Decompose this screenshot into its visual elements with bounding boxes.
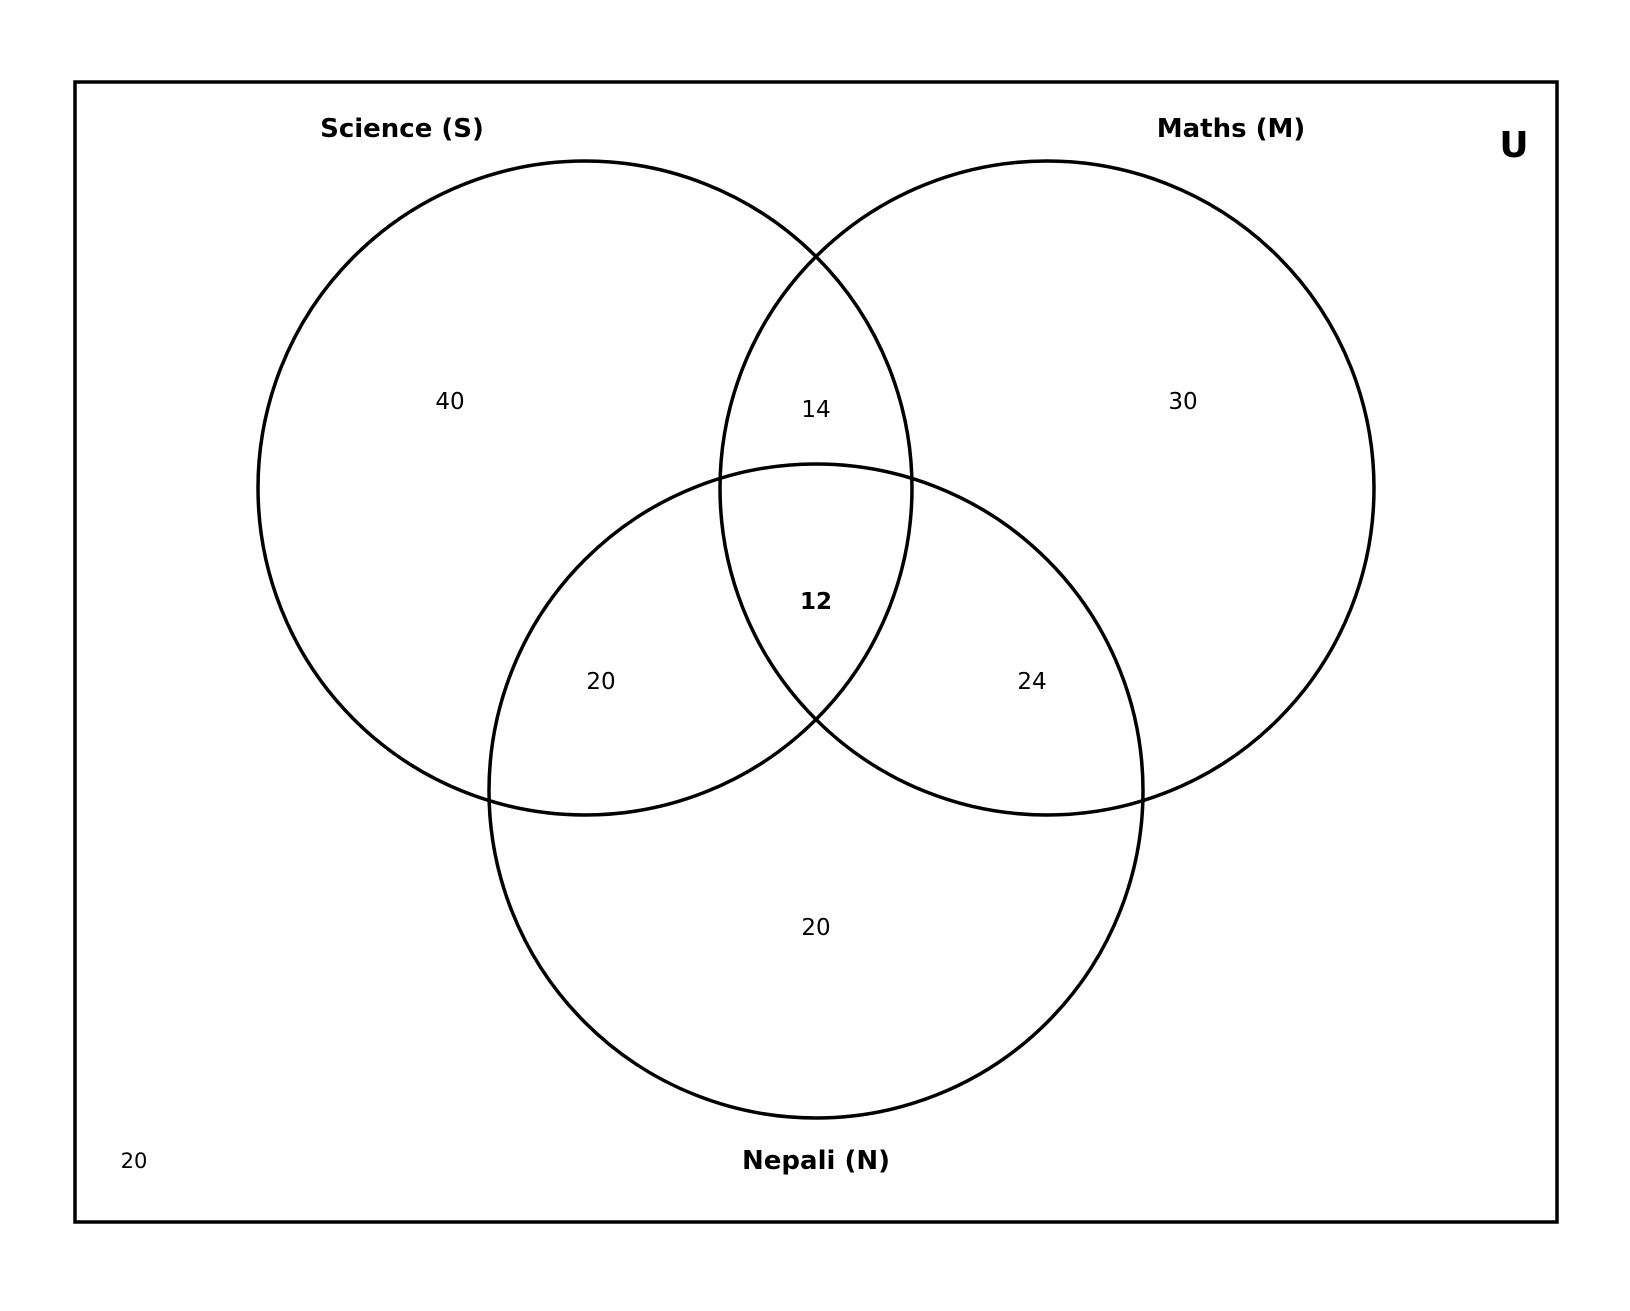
- region-maths-only: 30: [1168, 389, 1197, 415]
- science-circle: [256, 159, 914, 817]
- nepali-circle: [487, 462, 1145, 1120]
- region-maths-nepali: 24: [1017, 669, 1046, 695]
- nepali-set-label: Nepali (N): [742, 1146, 890, 1176]
- maths-circle: [718, 159, 1376, 817]
- science-set-label: Science (S): [320, 114, 484, 144]
- maths-set-label: Maths (M): [1157, 114, 1306, 144]
- region-outside: 20: [121, 1149, 148, 1173]
- region-science-maths: 14: [801, 397, 830, 423]
- universal-set-label: U: [1499, 125, 1528, 166]
- region-nepali-only: 20: [801, 915, 830, 941]
- region-science-only: 40: [435, 389, 464, 415]
- region-all-three: 12: [800, 589, 832, 615]
- region-science-nepali: 20: [586, 669, 615, 695]
- universal-set-box: [73, 80, 1559, 1224]
